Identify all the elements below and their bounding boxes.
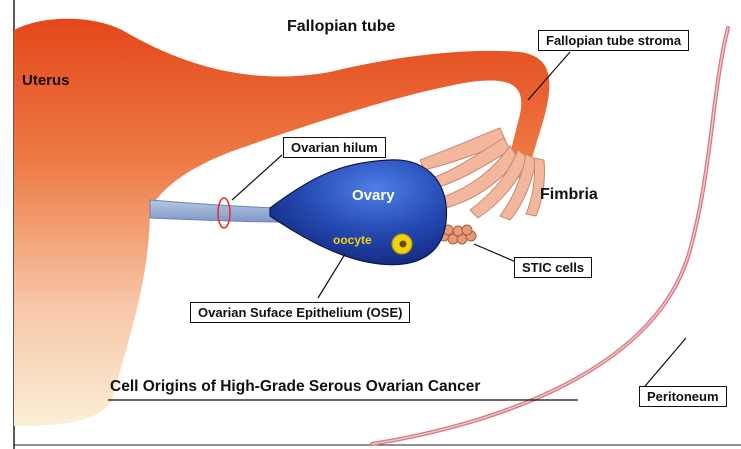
label-ovary: Ovary bbox=[352, 187, 395, 204]
label-oocyte: oocyte bbox=[333, 233, 372, 247]
callout-peritoneum: Peritoneum bbox=[639, 386, 727, 407]
ovary-shape bbox=[270, 160, 447, 265]
ovarian-ligament bbox=[150, 200, 280, 222]
callout-fallopian-tube-stroma: Fallopian tube stroma bbox=[538, 30, 689, 51]
label-fallopian-tube: Fallopian tube bbox=[287, 18, 395, 36]
callout-ovarian-hilum: Ovarian hilum bbox=[283, 137, 386, 158]
diagram-caption: Cell Origins of High-Grade Serous Ovaria… bbox=[110, 378, 480, 396]
label-fimbria: Fimbria bbox=[540, 186, 598, 204]
label-uterus: Uterus bbox=[22, 72, 70, 89]
oocyte-cell bbox=[392, 234, 412, 254]
callout-ose: Ovarian Suface Epithelium (OSE) bbox=[190, 302, 410, 323]
callout-stic-cells: STIC cells bbox=[514, 257, 592, 278]
